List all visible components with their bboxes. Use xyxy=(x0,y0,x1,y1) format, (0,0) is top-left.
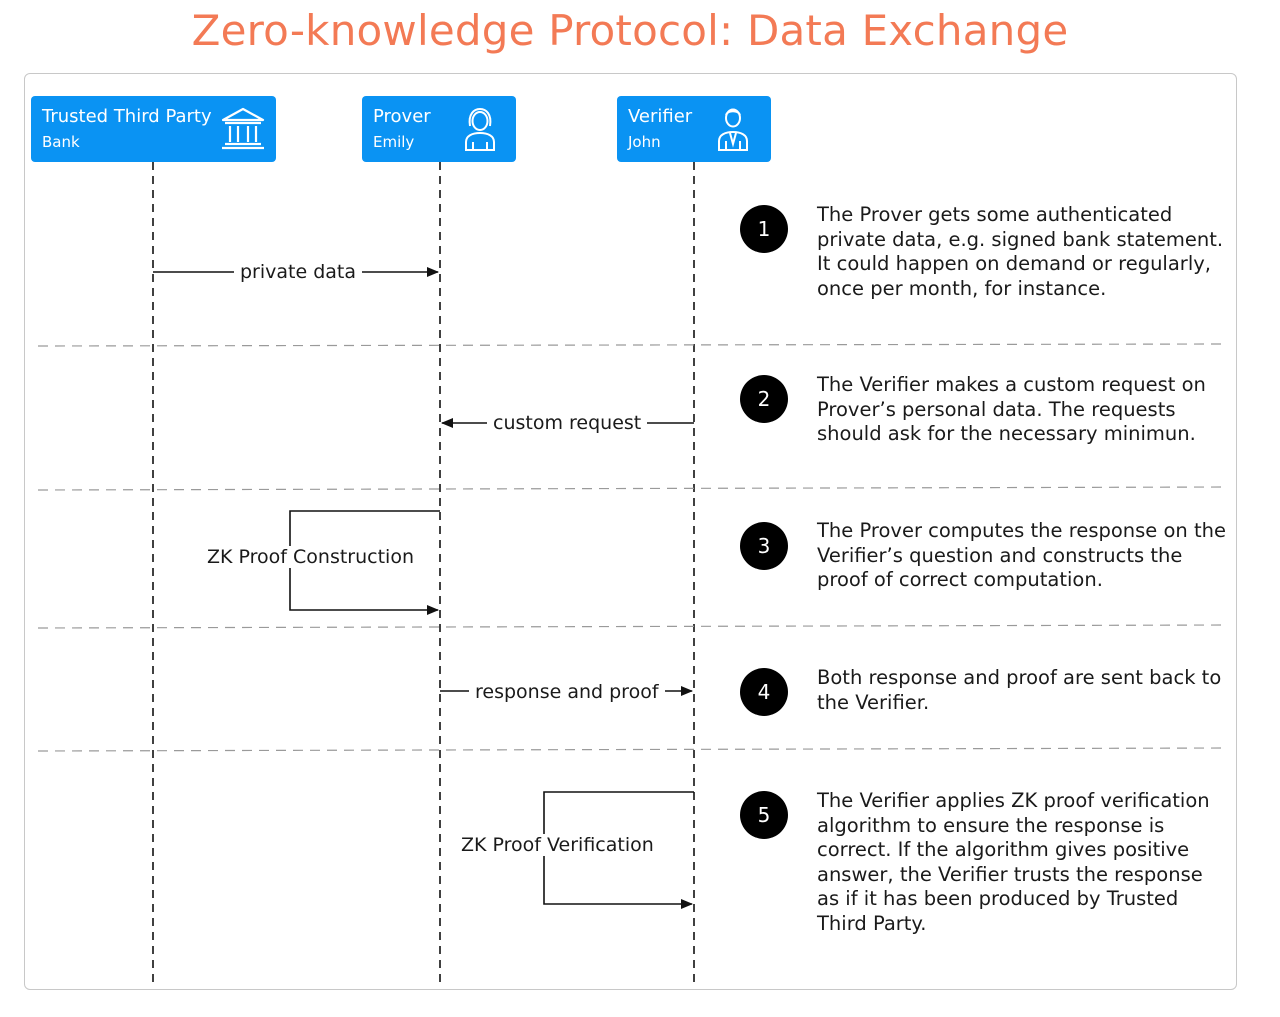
step-description: The Verifier makes a custom request on P… xyxy=(817,373,1206,446)
diagram-title: Zero-knowledge Protocol: Data Exchange xyxy=(191,6,1069,55)
step-badge: 3 xyxy=(740,522,788,570)
step-badge: 4 xyxy=(740,668,788,716)
woman-icon xyxy=(465,107,495,151)
actor-name: Trusted Third Party xyxy=(42,106,212,127)
actor-sub: John xyxy=(628,133,661,151)
section-separator xyxy=(37,747,1227,752)
label-custom-request: custom request xyxy=(487,412,648,434)
actor-name: Verifier xyxy=(628,106,693,127)
label-zk-construction: ZK Proof Construction xyxy=(205,546,416,568)
label-zk-verification: ZK Proof Verification xyxy=(459,834,656,856)
bank-icon xyxy=(221,107,265,150)
step-badge: 1 xyxy=(740,205,788,253)
diagram-frame xyxy=(24,73,1237,990)
step-description: The Prover gets some authenticated priva… xyxy=(817,203,1224,300)
step-description: Both response and proof are sent back to… xyxy=(817,666,1222,714)
man-icon xyxy=(718,108,748,151)
actor-prover: Prover Emily xyxy=(362,96,516,162)
label-private-data: private data xyxy=(234,261,363,283)
section-separator xyxy=(37,624,1227,629)
section-separator xyxy=(37,486,1227,491)
label-response-proof: response and proof xyxy=(469,681,665,703)
step-description: The Verifier applies ZK proof verificati… xyxy=(817,789,1210,935)
section-separator xyxy=(37,343,1227,347)
actor-trusted-third-party: Trusted Third Party Bank xyxy=(31,96,276,162)
step-badge: 5 xyxy=(740,791,788,839)
actor-name: Prover xyxy=(373,106,431,127)
actor-sub: Bank xyxy=(42,133,80,151)
step-badge: 2 xyxy=(740,375,788,423)
actor-sub: Emily xyxy=(373,133,415,151)
step-description: The Prover computes the response on the … xyxy=(817,519,1226,592)
actor-verifier: Verifier John xyxy=(617,96,771,162)
